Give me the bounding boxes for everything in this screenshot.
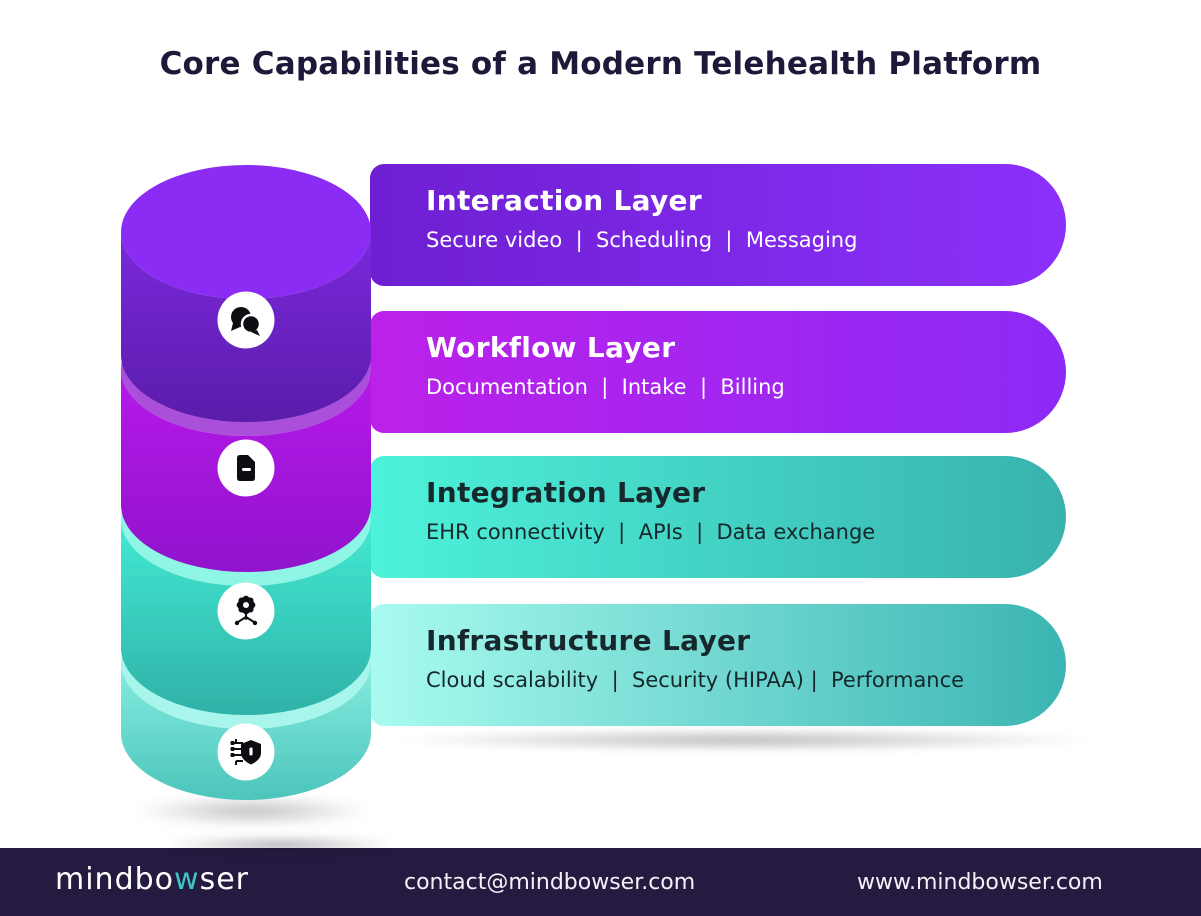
banner-title: Interaction Layer: [426, 184, 702, 217]
banner-workflow-layer: Workflow Layer Documentation | Intake | …: [370, 311, 1066, 433]
chip-shield-icon: [217, 723, 275, 781]
banner-drop-shadow: [400, 728, 1090, 752]
banner-infrastructure-layer: Infrastructure Layer Cloud scalability |…: [370, 604, 1066, 726]
footer-bar: mindbowser contact@mindbowser.com www.mi…: [0, 848, 1201, 916]
banner-subtitle: Cloud scalability | Security (HIPAA) | P…: [426, 668, 965, 692]
banner-subtitle: Secure video | Scheduling | Messaging: [426, 228, 858, 252]
document-icon: [217, 439, 275, 497]
banner-subtitle: Documentation | Intake | Billing: [426, 375, 785, 399]
banner-interaction-layer: Interaction Layer Secure video | Schedul…: [370, 164, 1066, 286]
gear-network-icon: [217, 582, 275, 640]
banner-title: Infrastructure Layer: [426, 624, 751, 657]
banner-integration-layer: Integration Layer EHR connectivity | API…: [370, 456, 1066, 578]
website-url: www.mindbowser.com: [857, 870, 1103, 895]
banner-title: Workflow Layer: [426, 331, 676, 364]
chat-bubbles-icon: [217, 291, 275, 349]
mindbowser-logo: mindbowser: [55, 862, 249, 897]
banner-title: Integration Layer: [426, 476, 706, 509]
logo-accent-w: w: [174, 862, 200, 897]
cylinder-stack: [121, 165, 371, 800]
logo-prefix: mindbo: [55, 862, 175, 897]
page-title: Core Capabilities of a Modern Telehealth…: [159, 46, 1042, 82]
banner-subtitle: EHR connectivity | APIs | Data exchange: [426, 520, 876, 544]
logo-suffix: ser: [199, 862, 249, 897]
contact-email: contact@mindbowser.com: [404, 870, 696, 895]
